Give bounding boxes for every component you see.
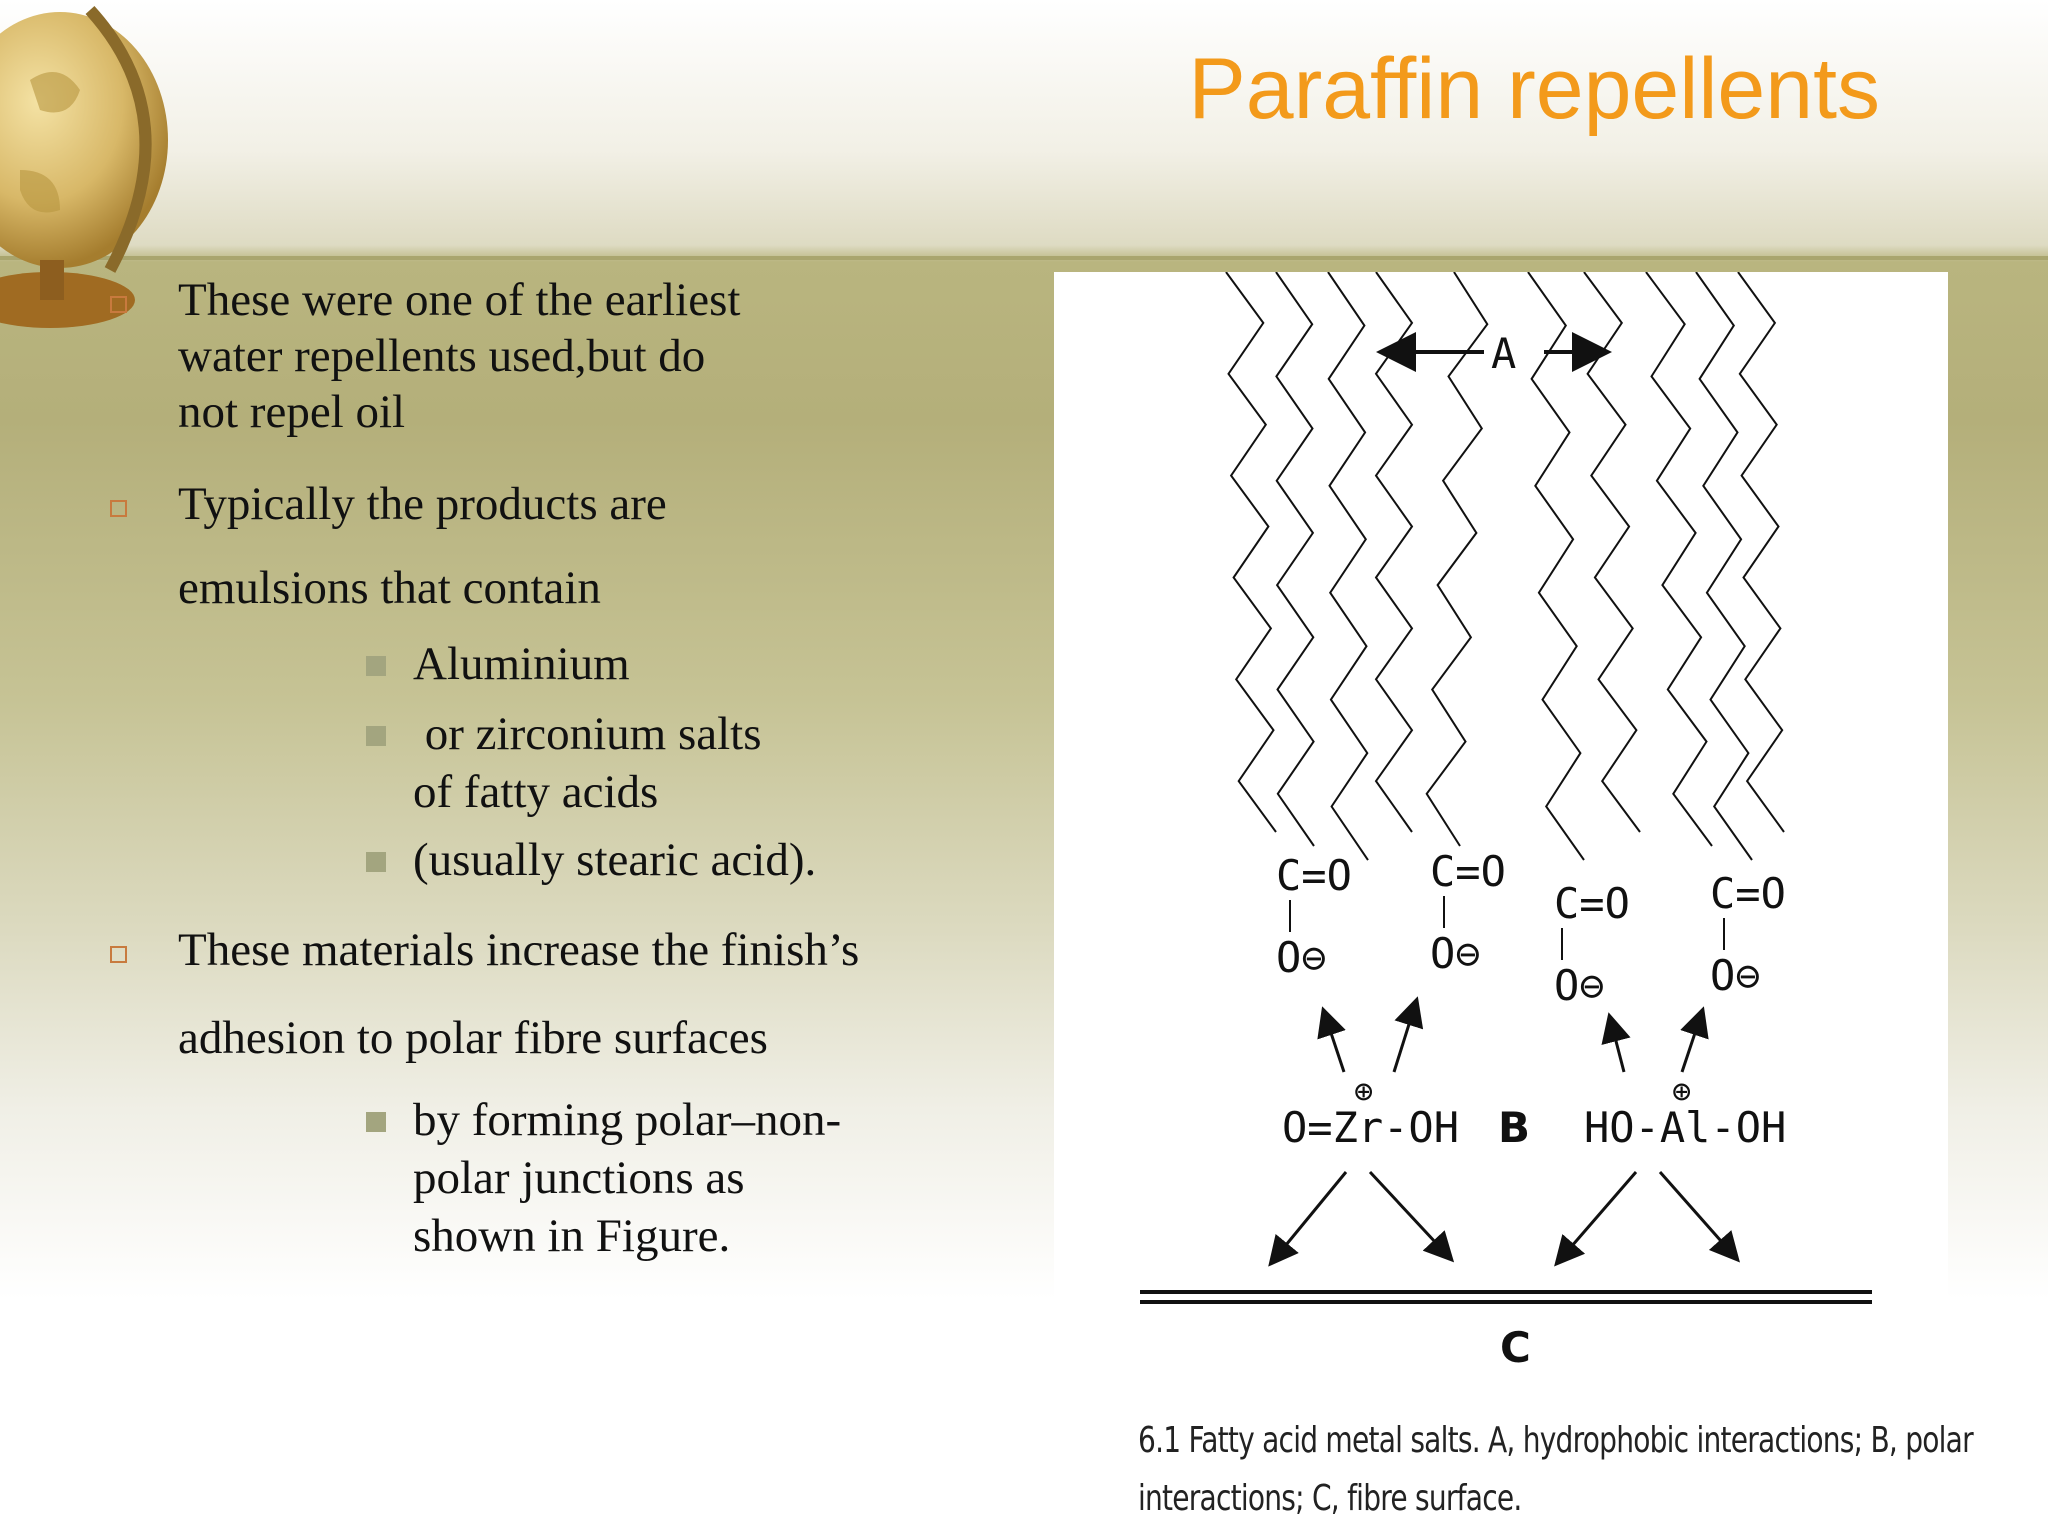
al-charge: ⊕ <box>1672 1072 1691 1110</box>
hydrocarbon-chain <box>1275 272 1315 847</box>
hydrocarbon-chain <box>1425 272 1489 847</box>
label-a: A <box>1491 329 1516 378</box>
anion-2: O⊖ <box>1430 929 1481 978</box>
sub-bullet-square <box>366 656 386 676</box>
molecule-diagram: A C=O O⊖ C=O O⊖ C=O O⊖ C=O O⊖ O=Zr-OH ⊕ … <box>1140 272 1872 1372</box>
bullet-3-line-2: adhesion to polar fibre surfaces <box>178 1012 768 1064</box>
sub-bullet-aluminium: Aluminium <box>413 638 630 690</box>
anion-1: O⊖ <box>1276 933 1327 982</box>
caption-line-2: interactions; C, fibre surface. <box>1138 1478 1522 1519</box>
bullet-1-line-3: not repel oil <box>178 386 406 438</box>
anion-3: O⊖ <box>1554 961 1605 1010</box>
slide-title: Paraffin repellents <box>1188 41 1880 137</box>
bullet-2-line-2: emulsions that contain <box>178 562 601 614</box>
sub-bullet-square <box>366 852 386 872</box>
carbonyl-3: C=O <box>1554 879 1630 928</box>
hydrocarbon-chain <box>1225 272 1277 833</box>
fatty-acid-figure: A C=O O⊖ C=O O⊖ C=O O⊖ C=O O⊖ O=Zr-OH ⊕ … <box>1054 272 1974 1536</box>
globe-icon <box>0 5 168 328</box>
hydrocarbon-chain <box>1737 272 1785 833</box>
hydrocarbon-chain <box>1374 272 1414 833</box>
carbonyl-1: C=O <box>1276 851 1352 900</box>
carbonyl-4: C=O <box>1710 869 1786 918</box>
figure-caption: 6.1 Fatty acid metal salts. A, hydrophob… <box>1138 1412 1974 1528</box>
sub-bullet-junctions-line-2: polar junctions as <box>413 1152 745 1204</box>
hydrocarbon-chain <box>1645 272 1713 847</box>
zr-charge: ⊕ <box>1354 1072 1373 1110</box>
caption-line-1: 6.1 Fatty acid metal salts. A, hydrophob… <box>1138 1420 1974 1461</box>
zirconium-formula: O=Zr-OH <box>1282 1103 1459 1152</box>
bullet-square <box>110 946 127 963</box>
sub-bullet-zirconium-line-1: or zirconium salts <box>413 708 762 760</box>
label-c: C <box>1500 1323 1531 1372</box>
bullet-2-line-1: Typically the products are <box>178 478 667 530</box>
bullet-1-line-2: water repellents used,but do <box>178 330 706 382</box>
sub-bullet-junctions-line-3: shown in Figure. <box>413 1210 731 1262</box>
label-b: B <box>1498 1103 1530 1152</box>
bullet-3-line-1: These materials increase the finish’s <box>178 924 860 976</box>
aluminium-formula: HO-Al-OH <box>1584 1103 1786 1152</box>
bullet-square <box>110 500 127 517</box>
hydrocarbon-chain <box>1695 272 1753 861</box>
bullet-square <box>110 296 127 313</box>
sub-bullet-stearic: (usually stearic acid). <box>413 834 817 886</box>
sub-bullet-square <box>366 1112 386 1132</box>
anion-4: O⊖ <box>1710 951 1761 1000</box>
sub-bullet-zirconium-line-2: of fatty acids <box>413 766 659 818</box>
sub-bullet-square <box>366 726 386 746</box>
hydrocarbon-chain <box>1327 272 1369 861</box>
header-divider <box>0 256 2048 260</box>
bullet-1-line-1: These were one of the earliest <box>178 274 741 326</box>
sub-bullet-junctions-line-1: by forming polar–non- <box>413 1094 842 1146</box>
hydrocarbon-chain <box>1583 272 1641 833</box>
carbonyl-2: C=O <box>1430 847 1506 896</box>
hydrocarbon-chain <box>1527 272 1585 861</box>
